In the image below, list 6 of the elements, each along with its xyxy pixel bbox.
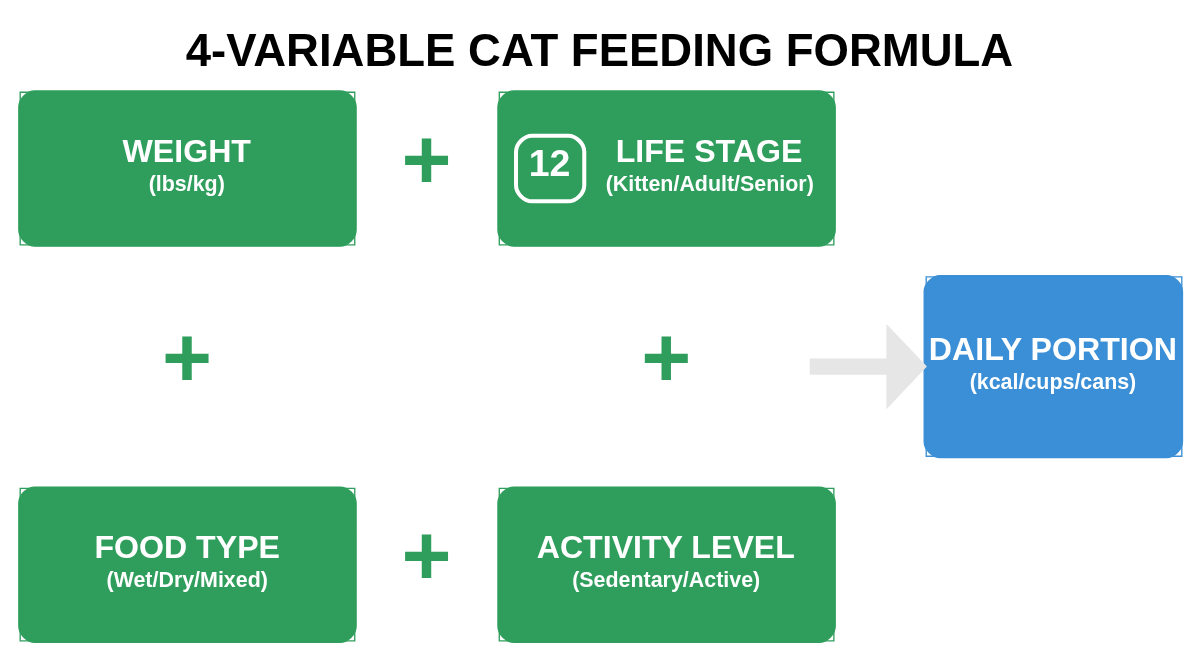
label: + bbox=[641, 308, 692, 405]
diagram-title: 4-VARIABLE CAT FEEDING FORMULA bbox=[185, 24, 1014, 76]
label: + bbox=[162, 308, 213, 405]
label: + bbox=[401, 506, 452, 603]
arrow bbox=[809, 323, 927, 409]
label: + bbox=[401, 110, 452, 207]
